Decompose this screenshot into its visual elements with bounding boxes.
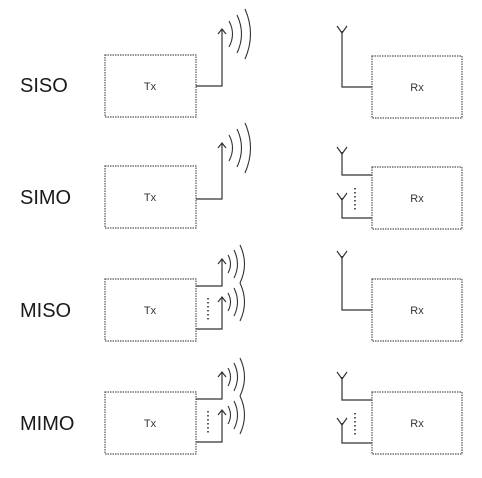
row-label-simo: SIMO: [20, 187, 71, 209]
rx-antennas-mimo: [336, 371, 372, 444]
row-simo: SIMO Tx Rx: [20, 122, 463, 230]
rx-box-miso: Rx: [371, 278, 463, 342]
tx-label-simo: Tx: [144, 192, 157, 204]
tx-label-siso: Tx: [144, 81, 157, 93]
row-label-miso: MISO: [20, 300, 71, 322]
row-label-mimo: MIMO: [20, 413, 74, 435]
rx-antenna-miso: [336, 250, 372, 311]
tx-box-simo: Tx: [104, 165, 197, 229]
row-mimo: MIMO Tx Rx: [20, 357, 463, 455]
rx-box-siso: Rx: [371, 55, 463, 119]
tx-antennas-miso: [196, 244, 246, 330]
tx-antennas-mimo: [196, 357, 246, 443]
row-siso: SISO Tx Rx: [20, 8, 463, 119]
rx-box-simo: Rx: [371, 166, 463, 230]
rx-antennas-simo: [336, 146, 372, 219]
tx-antenna-siso: [196, 8, 252, 87]
tx-box-miso: Tx: [104, 278, 197, 342]
rx-box-mimo: Rx: [371, 391, 463, 455]
rx-label-siso: Rx: [410, 82, 424, 94]
rx-antenna-siso: [336, 25, 372, 88]
tx-antenna-simo: [196, 122, 252, 200]
row-label-siso: SISO: [20, 75, 68, 97]
rx-label-simo: Rx: [410, 193, 424, 205]
rx-label-mimo: Rx: [410, 418, 424, 430]
row-miso: MISO Tx Rx: [20, 244, 463, 342]
tx-box-siso: Tx: [104, 54, 197, 118]
rx-label-miso: Rx: [410, 305, 424, 317]
tx-label-miso: Tx: [144, 305, 157, 317]
tx-box-mimo: Tx: [104, 391, 197, 455]
tx-label-mimo: Tx: [144, 418, 157, 430]
